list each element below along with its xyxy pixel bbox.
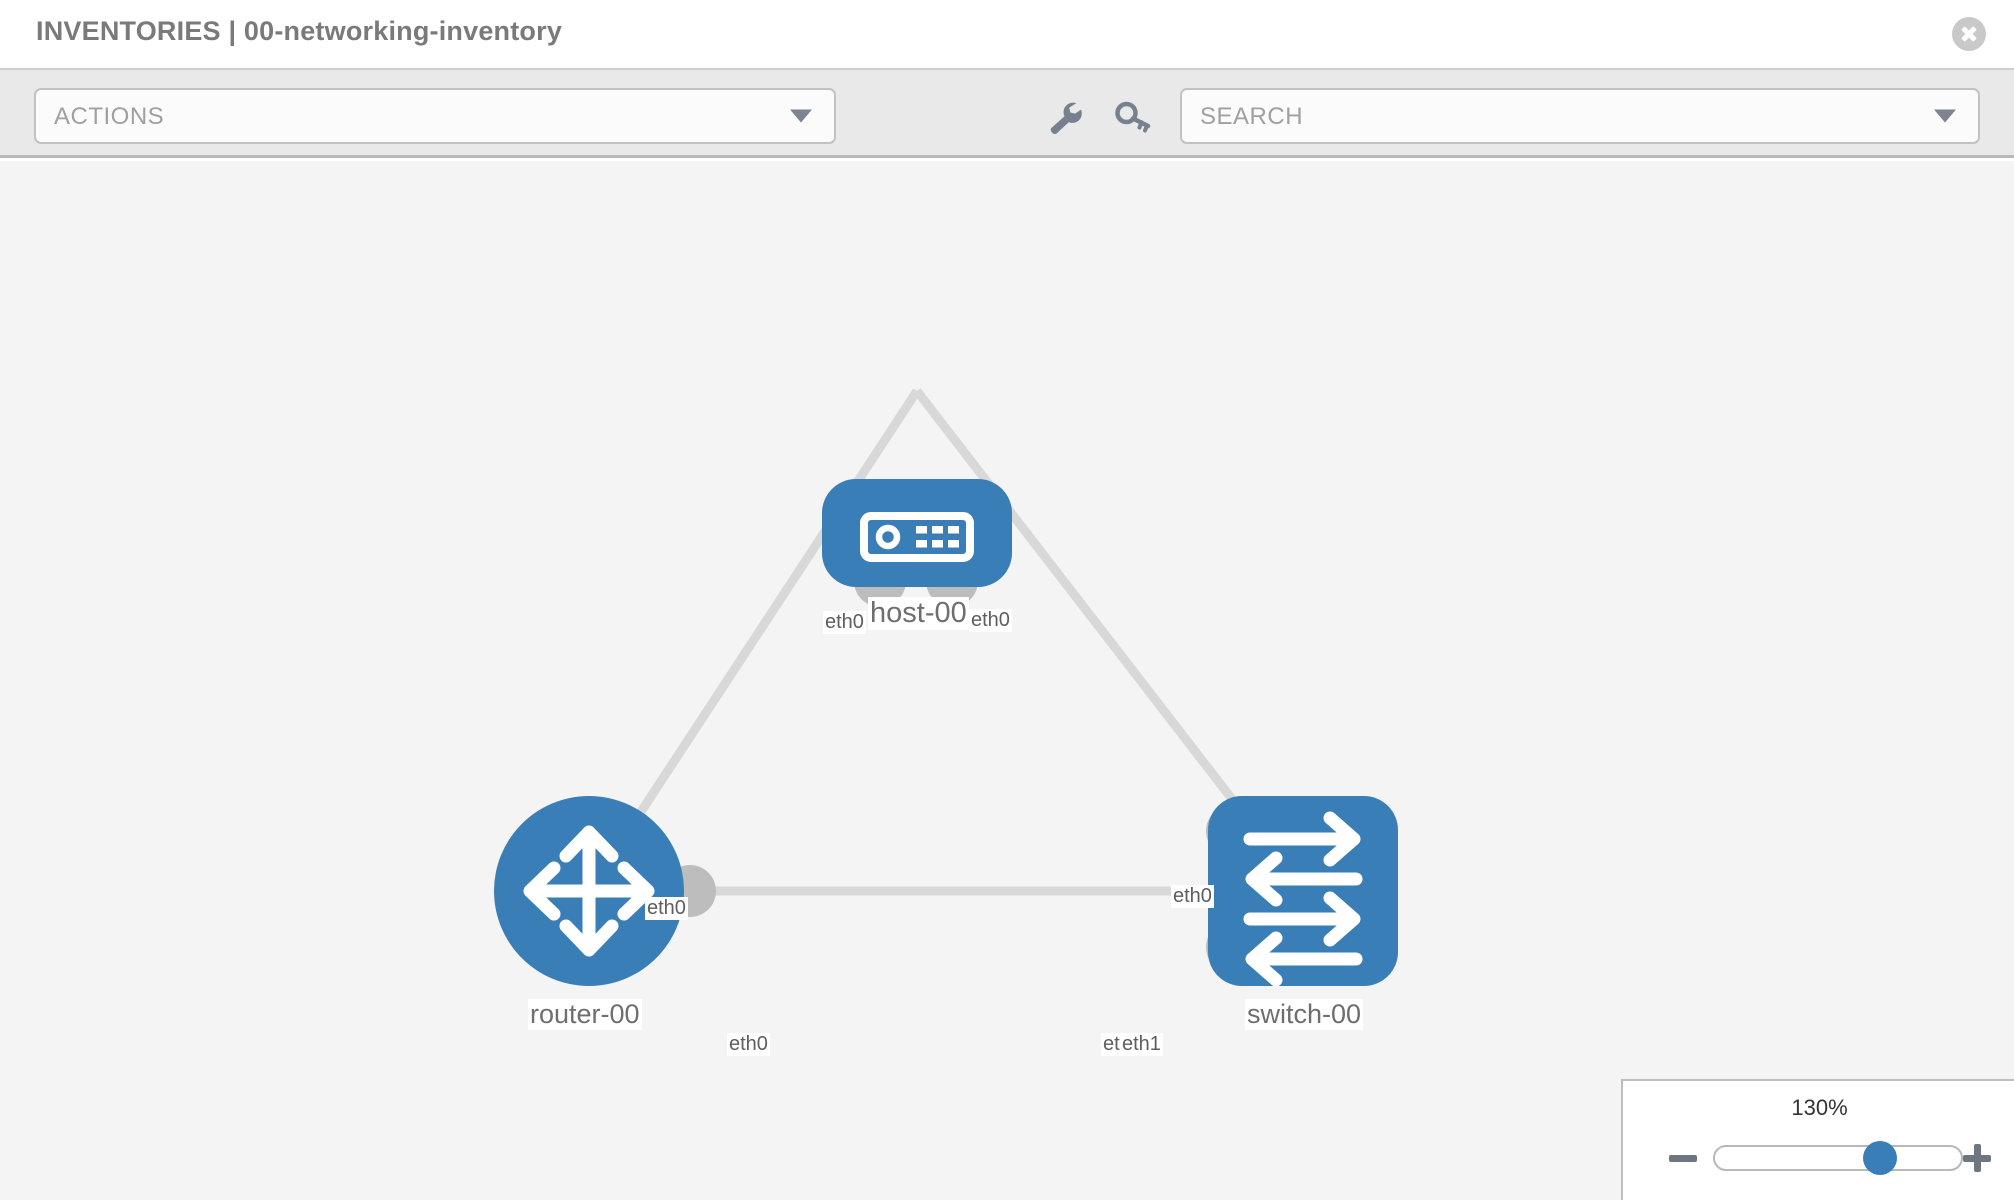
- zoom-out-button[interactable]: [1669, 1144, 1697, 1172]
- node-label-switch-00: switch-00: [1245, 999, 1364, 1031]
- chevron-down-icon: [1934, 109, 1956, 123]
- iface-label-switch00-uplink-eth0: eth0: [1171, 885, 1214, 908]
- close-icon[interactable]: [1952, 17, 1986, 51]
- server-icon: [860, 512, 974, 562]
- actions-dropdown[interactable]: ACTIONS: [34, 88, 836, 144]
- iface-label-host00-eth0-right: eth0: [969, 609, 1012, 632]
- zoom-slider-thumb[interactable]: [1862, 1141, 1897, 1175]
- zoom-slider[interactable]: [1713, 1141, 1963, 1175]
- switch-arrows-icon: [1243, 811, 1363, 987]
- chevron-down-icon: [790, 109, 812, 123]
- topology-graph: [494, 388, 1398, 987]
- page-header: INVENTORIES | 00-networking-inventory: [0, 0, 2014, 68]
- zoom-control-panel: 130%: [1621, 1079, 2014, 1200]
- iface-label-switch00-eth1: eth1: [1120, 1033, 1163, 1056]
- actions-dropdown-label: ACTIONS: [54, 103, 165, 130]
- iface-label-router00-eth0: eth0: [727, 1033, 770, 1056]
- zoom-level-value: 130%: [1791, 1095, 1848, 1120]
- toolbar: ACTIONS SEARCH: [0, 68, 2014, 158]
- page-title: INVENTORIES | 00-networking-inventory: [36, 16, 563, 46]
- topology-edges: [585, 388, 1307, 896]
- iface-label-router00-uplink-eth0: eth0: [645, 897, 688, 920]
- router-arrows-icon: [523, 825, 655, 957]
- search-placeholder: SEARCH: [1200, 103, 1304, 130]
- node-host-00[interactable]: [822, 479, 1012, 587]
- node-label-router-00: router-00: [528, 999, 642, 1031]
- zoom-in-button[interactable]: [1963, 1144, 1991, 1172]
- topology-canvas[interactable]: host-00 router-00 switch-00 eth0 eth0 et…: [0, 161, 2014, 1200]
- search-input[interactable]: SEARCH: [1180, 88, 1980, 144]
- key-icon[interactable]: [1114, 100, 1152, 136]
- node-router-00[interactable]: [494, 796, 684, 986]
- iface-label-host00-eth0-left: eth0: [823, 611, 866, 634]
- wrench-icon[interactable]: [1046, 100, 1084, 136]
- node-label-host-00: host-00: [868, 597, 969, 631]
- edge-host00-router00[interactable]: [585, 388, 921, 894]
- node-switch-00[interactable]: [1208, 796, 1398, 987]
